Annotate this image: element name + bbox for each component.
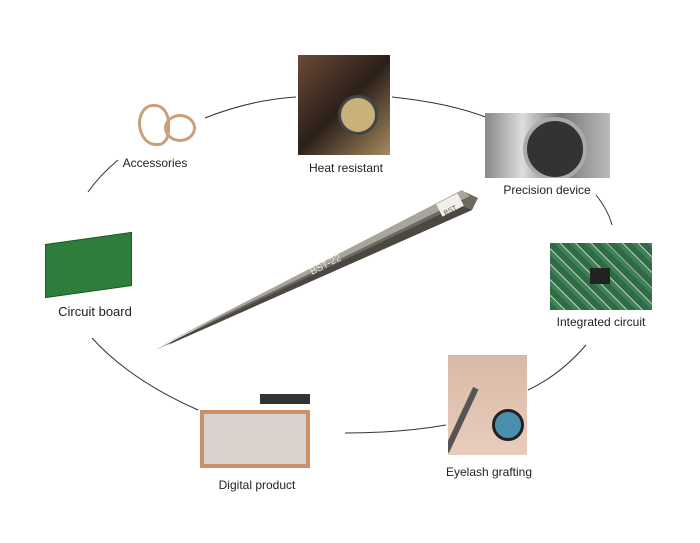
arc-accessories-heat — [204, 96, 297, 119]
brand-logo — [436, 193, 464, 217]
label-precision-device: Precision device — [503, 183, 591, 197]
circuit-board-image — [40, 228, 135, 298]
label-eyelash-grafting: Eyelash grafting — [445, 465, 533, 479]
digital-product-image — [200, 390, 315, 470]
heat-resistant-image — [298, 55, 390, 155]
integrated-circuit-image — [550, 243, 652, 310]
accessories-image — [130, 96, 200, 151]
arc-digital-circuit — [91, 337, 199, 411]
label-heat-resistant: Heat resistant — [308, 161, 384, 175]
arc-circuit-accessories — [87, 159, 119, 193]
eyelash-grafting-image — [448, 355, 527, 455]
precision-device-image — [485, 113, 610, 178]
arc-eyelash-digital — [344, 424, 447, 434]
label-integrated-circuit: Integrated circuit — [556, 315, 646, 329]
label-accessories: Accessories — [122, 156, 188, 170]
arc-ic-eyelash — [527, 344, 587, 391]
arc-heat-precision — [391, 96, 489, 119]
label-digital-product: Digital product — [218, 478, 296, 492]
label-circuit-board: Circuit board — [58, 304, 132, 319]
arc-precision-ic — [595, 194, 613, 226]
tweezers-image — [155, 190, 478, 350]
